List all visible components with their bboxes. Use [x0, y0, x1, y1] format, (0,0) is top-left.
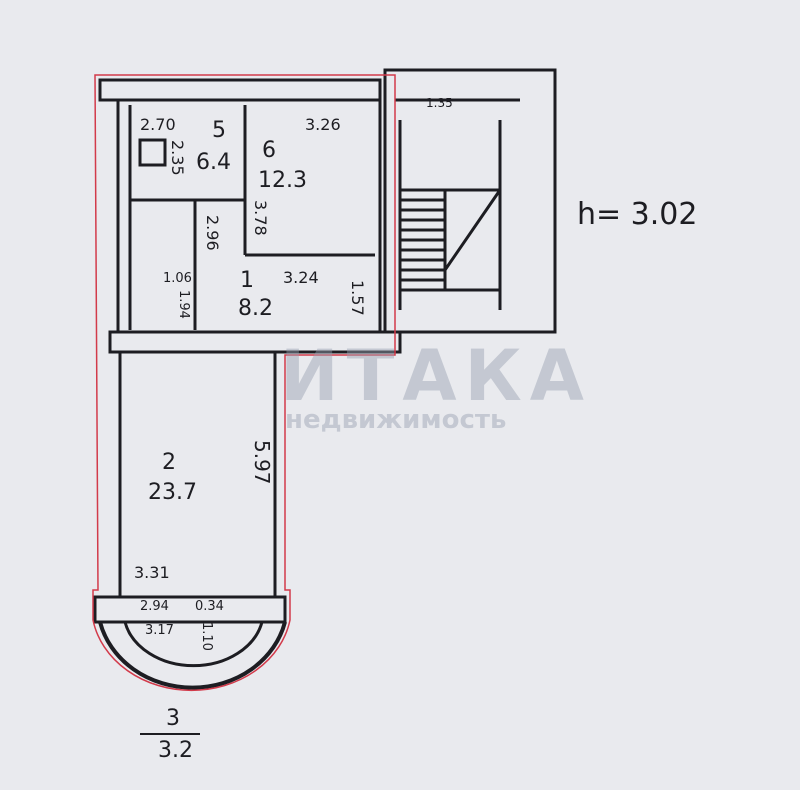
room-3-number: 3 — [166, 706, 180, 731]
stair-dim: 1.35 — [426, 96, 453, 110]
watermark-sub: недвижимость — [285, 405, 507, 435]
room-1-area: 8.2 — [238, 296, 273, 321]
apartment-outline — [92, 74, 396, 692]
room-6-area: 12.3 — [258, 168, 307, 193]
room-2-dim: 5.97 — [250, 440, 274, 485]
walls — [93, 68, 557, 690]
room-3-dim: 3.17 — [145, 623, 174, 638]
room-5-number: 5 — [212, 118, 226, 143]
room-5-area: 6.4 — [196, 150, 231, 175]
room-1-dim: 3.24 — [283, 268, 319, 287]
fraction-line — [140, 733, 200, 735]
room-3-dim: 1.10 — [199, 622, 214, 651]
room-3-dim: 0.34 — [195, 599, 224, 614]
room-6-dim: 3.78 — [251, 200, 270, 236]
room-6-number: 6 — [262, 138, 276, 163]
room-2-number: 2 — [162, 450, 176, 475]
room-1-dim: 1.57 — [348, 280, 367, 316]
bath-dim: 1.06 — [163, 271, 192, 286]
room-1-dim: 2.96 — [203, 215, 222, 251]
room-6-dim: 3.26 — [305, 115, 341, 134]
ceiling-height: h= 3.02 — [577, 197, 698, 232]
room-2-dim: 3.31 — [134, 563, 170, 582]
room-3-dim: 2.94 — [140, 599, 169, 614]
room-2-area: 23.7 — [148, 480, 197, 505]
room-5-dim: 2.35 — [168, 140, 187, 176]
watermark-brand: ИТАКА — [280, 335, 592, 417]
room-3-area: 3.2 — [158, 738, 193, 763]
bath-dim: 1.94 — [176, 290, 191, 319]
watermark-logo: ИТАКА — [150, 335, 592, 417]
room-1-number: 1 — [240, 268, 254, 293]
room-5-dim: 2.70 — [140, 115, 176, 134]
